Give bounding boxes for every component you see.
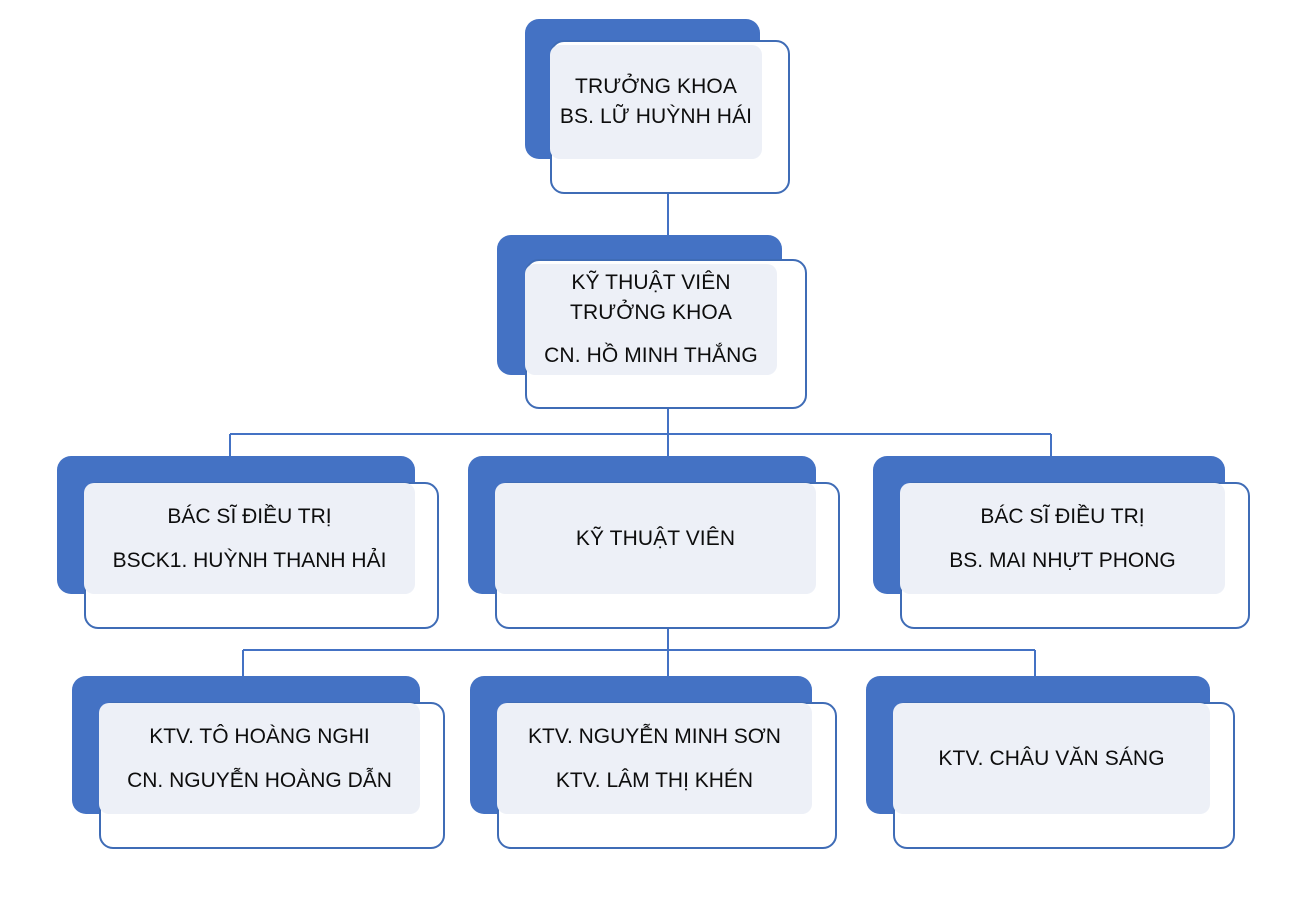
node-line-1: KỸ THUẬT VIÊN xyxy=(571,270,731,294)
node-text-panel: KTV. TÔ HOÀNG NGHI CN. NGUYỄN HOÀNG DẪN xyxy=(99,703,420,814)
node-ky-thuat-vien[interactable]: KỸ THUẬT VIÊN xyxy=(468,456,843,631)
node-line-1: KTV. CHÂU VĂN SÁNG xyxy=(938,746,1165,770)
node-line-1: BÁC SĨ ĐIỀU TRỊ xyxy=(167,504,332,528)
node-truong-khoa[interactable]: TRƯỞNG KHOA BS. LỮ HUỲNH HÁI xyxy=(525,19,790,194)
node-line-1: KTV. NGUYỄN MINH SƠN xyxy=(528,724,781,748)
node-line-2: BS. LỮ HUỲNH HÁI xyxy=(559,105,753,128)
node-text-panel: TRƯỞNG KHOA BS. LỮ HUỲNH HÁI xyxy=(550,45,762,159)
node-text-panel: BÁC SĨ ĐIỀU TRỊ BSCK1. HUỲNH THANH HẢI xyxy=(84,483,415,594)
node-bac-si-dieu-tri-mai-nhut-phong[interactable]: BÁC SĨ ĐIỀU TRỊ BS. MAI NHỰT PHONG xyxy=(873,456,1253,631)
node-text-panel: KTV. NGUYỄN MINH SƠN KTV. LÂM THỊ KHÉN xyxy=(497,703,812,814)
node-text-panel: KỸ THUẬT VIÊN xyxy=(495,483,816,594)
node-line-3: CN. HỒ MINH THẮNG xyxy=(544,344,758,368)
node-line-2: BS. MAI NHỰT PHONG xyxy=(949,548,1176,572)
node-line-1: KỸ THUẬT VIÊN xyxy=(575,526,736,550)
node-ktv-to-hoang-nghi[interactable]: KTV. TÔ HOÀNG NGHI CN. NGUYỄN HOÀNG DẪN xyxy=(72,676,452,851)
node-ktv-chau-van-sang[interactable]: KTV. CHÂU VĂN SÁNG xyxy=(866,676,1238,851)
node-text-panel: KTV. CHÂU VĂN SÁNG xyxy=(893,703,1210,814)
node-line-2: TRƯỞNG KHOA xyxy=(570,300,732,324)
node-bac-si-dieu-tri-huynh-thanh-hai[interactable]: BÁC SĨ ĐIỀU TRỊ BSCK1. HUỲNH THANH HẢI xyxy=(57,456,442,631)
node-text-panel: BÁC SĨ ĐIỀU TRỊ BS. MAI NHỰT PHONG xyxy=(900,483,1225,594)
node-line-2: BSCK1. HUỲNH THANH HẢI xyxy=(112,548,387,572)
node-ktv-nguyen-minh-son[interactable]: KTV. NGUYỄN MINH SƠN KTV. LÂM THỊ KHÉN xyxy=(470,676,840,851)
node-line-2: CN. NGUYỄN HOÀNG DẪN xyxy=(127,768,392,792)
node-line-2: KTV. LÂM THỊ KHÉN xyxy=(555,768,754,792)
node-line-1: TRƯỞNG KHOA xyxy=(575,75,737,99)
node-ky-thuat-vien-truong-khoa[interactable]: KỸ THUẬT VIÊN TRƯỞNG KHOA CN. HỒ MINH TH… xyxy=(497,235,812,415)
node-line-1: KTV. TÔ HOÀNG NGHI xyxy=(149,724,370,748)
node-line-1: BÁC SĨ ĐIỀU TRỊ xyxy=(980,504,1145,528)
node-text-panel: KỸ THUẬT VIÊN TRƯỞNG KHOA CN. HỒ MINH TH… xyxy=(525,264,777,375)
